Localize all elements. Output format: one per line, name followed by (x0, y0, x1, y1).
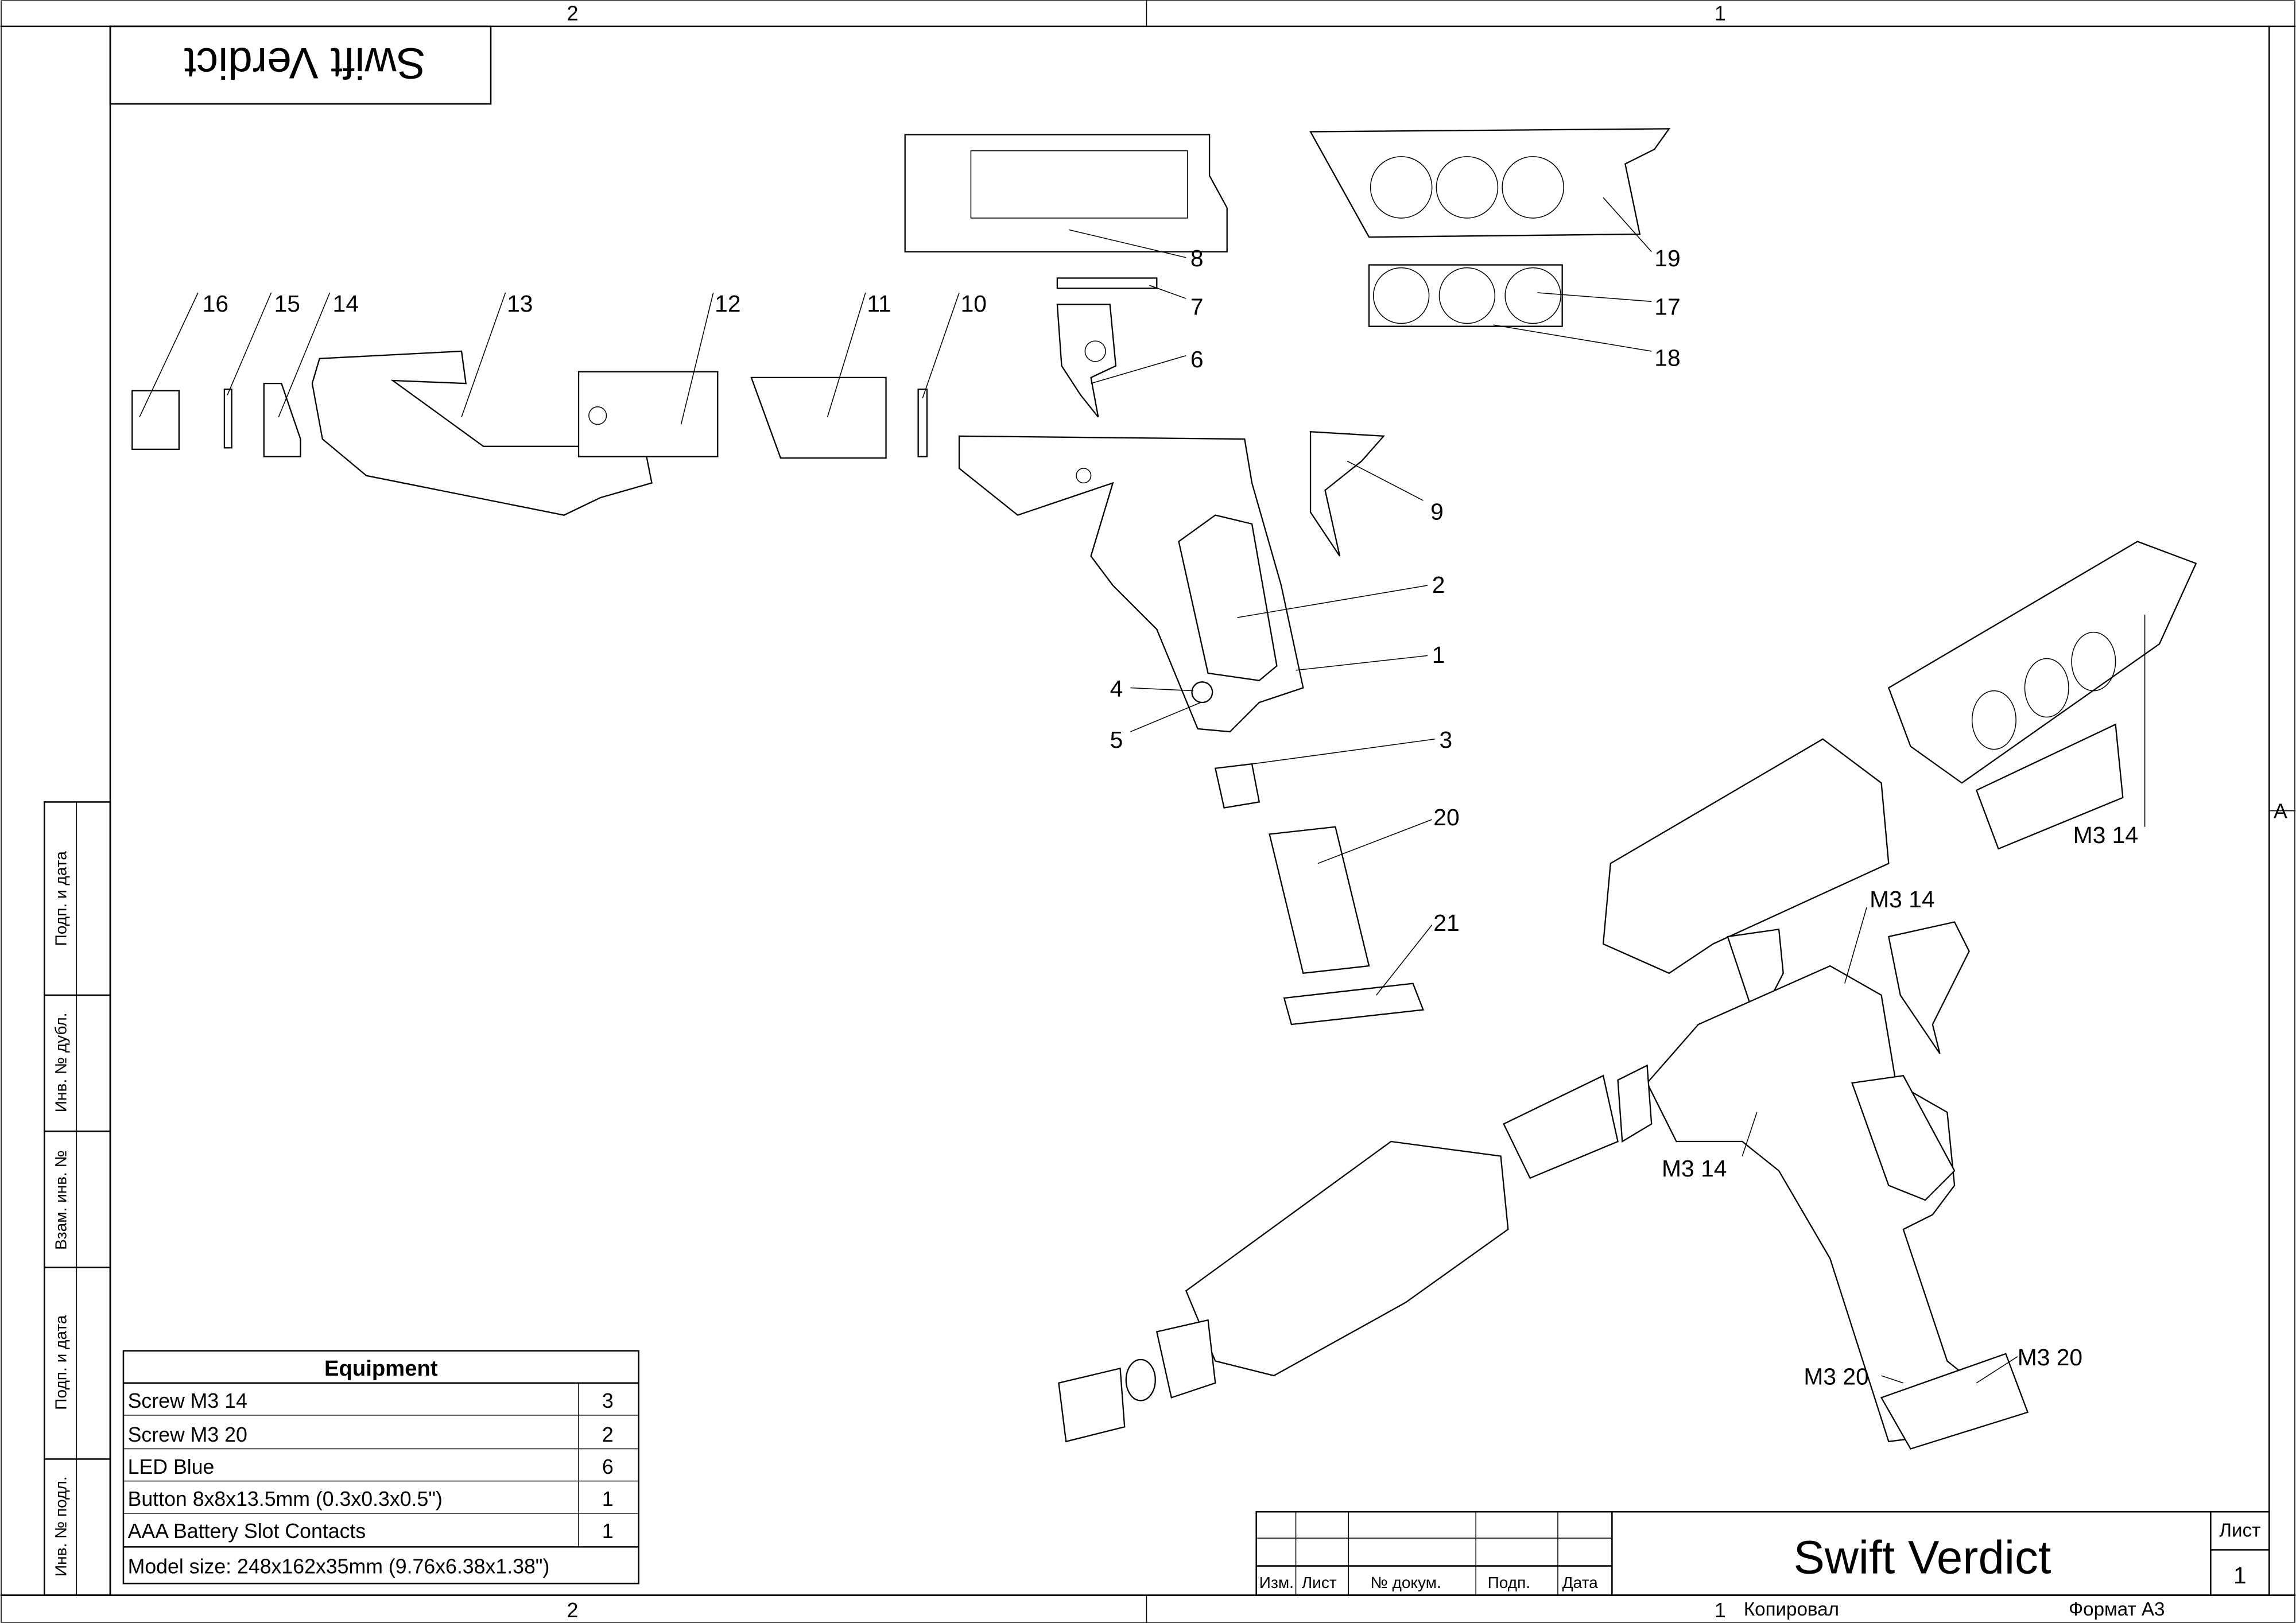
callout-10: 10 (961, 290, 987, 317)
equipment-table: Equipment Screw M3 14 3 Screw M3 20 2 LE… (122, 1350, 639, 1585)
callout-6: 6 (1190, 346, 1204, 372)
inverted-title: Swift Verdict (184, 38, 426, 87)
callout-14: 14 (333, 290, 359, 317)
equipment-header: Equipment (324, 1356, 438, 1381)
leader-lines (139, 197, 2146, 1384)
exploded-parts (131, 128, 1671, 1026)
assembly-end-cap (1155, 1319, 1216, 1399)
callout-m3-20-right: M3 20 (2018, 1344, 2082, 1370)
callout-17: 17 (1654, 293, 1680, 320)
callout-20: 20 (1433, 804, 1459, 830)
callout-2: 2 (1432, 572, 1445, 598)
callout-21: 21 (1433, 910, 1459, 936)
tb-col-date: Дата (1562, 1574, 1599, 1591)
tb-col-signature: Подп. (1488, 1574, 1531, 1591)
assembly-stock (1185, 1140, 1509, 1377)
tb-format-label: Формат А3 (2069, 1599, 2165, 1620)
callout-19: 19 (1654, 245, 1680, 271)
assembly-sight (1887, 541, 2197, 784)
equipment-row-qty: 2 (602, 1423, 614, 1446)
tb-col-sheet: Лист (1302, 1574, 1337, 1591)
zone-right-a: A (2274, 799, 2287, 822)
callout-m3-20-left: M3 20 (1804, 1363, 1868, 1389)
callout-m3-14-sight: M3 14 (2073, 822, 2138, 848)
tb-col-doc-no: № докум. (1371, 1574, 1441, 1591)
equipment-row-name: Screw M3 20 (128, 1423, 247, 1446)
part-7 (1056, 277, 1158, 289)
assembly-grip-panel (1851, 1075, 1956, 1201)
part-6 (1056, 304, 1117, 418)
part-16 (131, 390, 180, 451)
part-10 (917, 389, 928, 457)
side-label-sign-date-1: Подп. и дата (52, 851, 70, 946)
side-strip (43, 801, 111, 1596)
callout-18: 18 (1654, 345, 1680, 371)
assembly-barrel (1602, 738, 1890, 974)
part-9 (1309, 431, 1385, 557)
assembly-butt (1058, 1367, 1126, 1443)
side-label-repl-inv: Взам. инв. № (52, 1150, 70, 1250)
assembled-view (1058, 541, 2197, 1450)
callout-1: 1 (1432, 642, 1445, 668)
side-label-dup-inv: Инв. № дубл. (52, 1012, 70, 1112)
model-size: Model size: 248x162x35mm (9.76x6.38x1.38… (128, 1555, 550, 1578)
part-14 (263, 382, 301, 457)
equipment-row-name: LED Blue (128, 1455, 215, 1478)
equipment-row-name: AAA Battery Slot Contacts (128, 1520, 366, 1543)
callout-m3-14-side: M3 14 (1662, 1155, 1727, 1182)
callout-13: 13 (507, 290, 533, 317)
callout-7: 7 (1190, 293, 1204, 320)
assembly-contact-plate (1617, 1064, 1653, 1143)
zone-bottom-2: 2 (567, 1599, 579, 1622)
callout-15: 15 (274, 290, 300, 317)
callout-16: 16 (203, 290, 228, 317)
callout-12: 12 (715, 290, 740, 317)
assembly-body (1646, 965, 1985, 1443)
equipment-row-name: Button 8x8x13.5mm (0.3x0.3x0.5") (128, 1488, 443, 1511)
part-19 (1309, 128, 1671, 238)
title-block: Изм. Лист № докум. Подп. Дата Swift Verd… (1255, 1511, 2270, 1620)
assembly-magazine (1880, 1353, 2029, 1450)
part-2-grip (1178, 514, 1278, 681)
tb-copied-label: Копировал (1744, 1599, 1839, 1620)
tb-title: Swift Verdict (1794, 1531, 2051, 1583)
callout-9: 9 (1430, 498, 1444, 525)
part-20 (1269, 826, 1370, 974)
assembly-battery-block (1503, 1074, 1619, 1179)
callouts: 16 15 14 13 12 11 10 8 7 6 19 17 18 9 2 … (203, 245, 2138, 1389)
part-18 (1368, 264, 1563, 327)
part-4-5-button (1191, 681, 1213, 704)
part-13 (311, 350, 653, 516)
tb-sheet-label: Лист (2219, 1520, 2260, 1542)
equipment-row-name: Screw M3 14 (128, 1389, 247, 1412)
zone-top-1: 1 (1715, 2, 1726, 25)
equipment-row-qty: 6 (602, 1455, 614, 1478)
zone-top-2: 2 (567, 2, 579, 25)
side-label-orig-inv: Инв. № подл. (52, 1476, 70, 1577)
equipment-row-qty: 1 (602, 1520, 614, 1543)
side-label-sign-date-2: Подп. и дата (52, 1315, 70, 1410)
tb-sheet-number: 1 (2233, 1562, 2247, 1589)
part-15 (223, 389, 232, 449)
zone-bottom-1: 1 (1715, 1599, 1726, 1622)
equipment-row-qty: 1 (602, 1488, 614, 1511)
part-3 (1214, 763, 1261, 809)
callout-8: 8 (1190, 245, 1204, 271)
part-8 (904, 134, 1228, 253)
callout-m3-14-top: M3 14 (1870, 886, 1934, 913)
part-12 (577, 371, 719, 457)
assembly-trigger-guard (1887, 921, 1970, 1054)
part-11 (750, 376, 887, 459)
equipment-row-qty: 3 (602, 1389, 614, 1412)
callout-11: 11 (867, 290, 891, 317)
callout-4: 4 (1110, 675, 1123, 702)
tb-col-change: Изм. (1259, 1574, 1294, 1591)
callout-3: 3 (1439, 727, 1452, 753)
assembly-led-cover (1975, 723, 2124, 850)
callout-5: 5 (1110, 727, 1123, 753)
part-21 (1283, 983, 1425, 1026)
